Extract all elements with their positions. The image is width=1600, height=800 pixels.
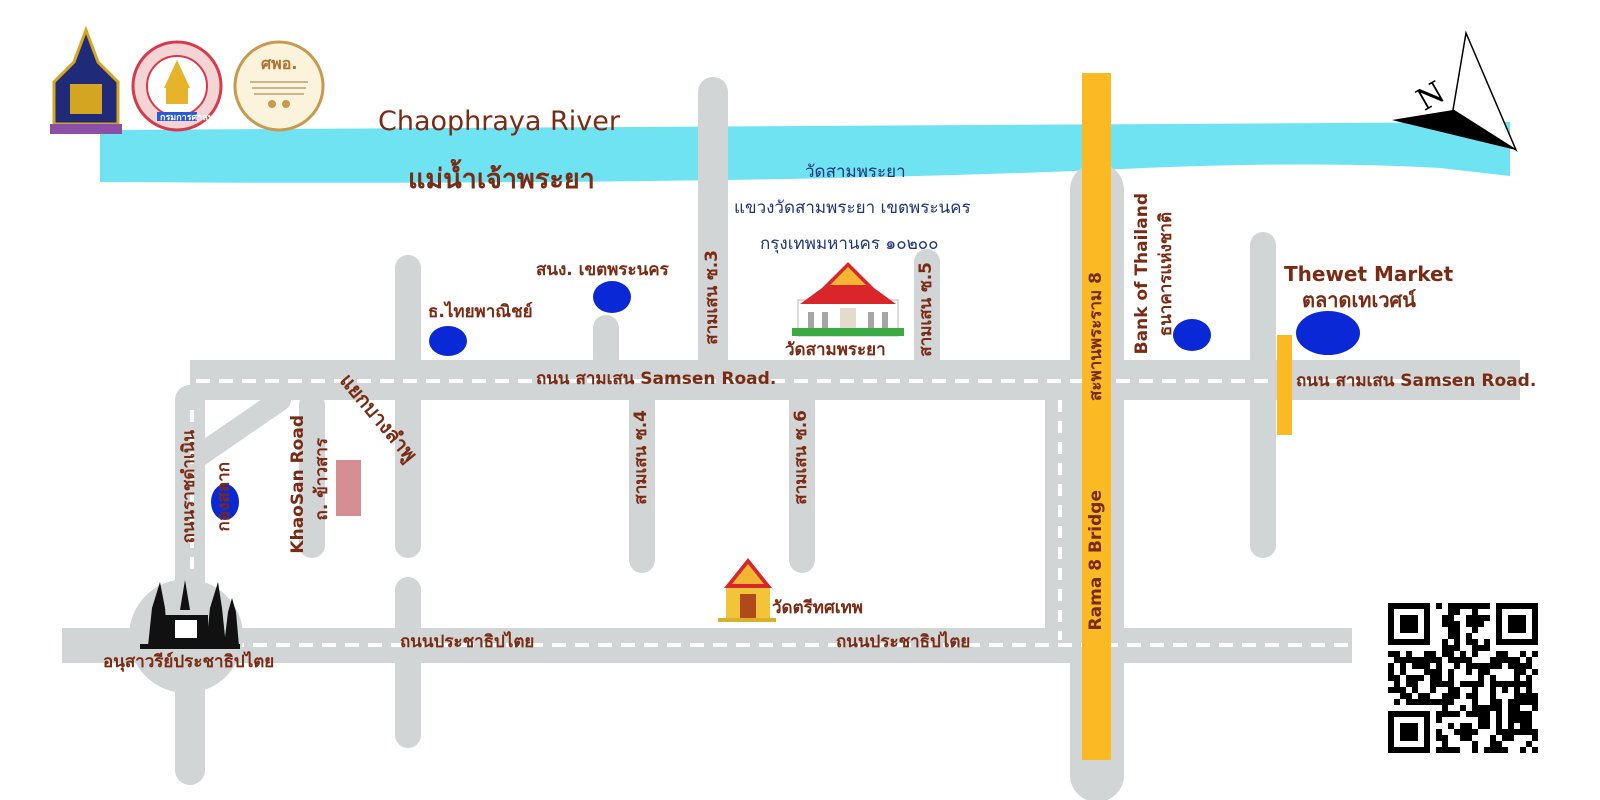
road-diagonal xyxy=(189,389,291,466)
thewet-pier xyxy=(1277,335,1292,435)
address-line1: วัดสามพระยา xyxy=(805,162,906,182)
road-rama8-th-label: สะพานพระราม 8 xyxy=(1086,272,1106,401)
logo-seal-3-title: ศพอ. xyxy=(261,54,298,73)
logo-seal-3 xyxy=(233,40,325,132)
road-soi3-label: สามเสน ซ.3 xyxy=(702,250,722,345)
place-democracy-monument: อนุสาวรีย์ประชาธิปไตย xyxy=(103,652,275,672)
marker-scb xyxy=(429,326,467,356)
rama8-bridge xyxy=(1082,73,1111,760)
democracy-monument-icon xyxy=(140,580,240,649)
place-bot-th-label: ธนาคารแห่งชาติ xyxy=(1156,212,1176,337)
road-soi5-label: สามเสน ซ.5 xyxy=(916,262,936,357)
road-ratchadamnoen-label: ถนนราชดำเนิน xyxy=(179,430,199,544)
place-police: สนง. เขตพระนคร xyxy=(536,260,669,280)
road-rama8-bridge-label: Rama 8 Bridge xyxy=(1086,490,1106,631)
place-thewet-en: Thewet Market xyxy=(1284,262,1454,286)
compass-icon xyxy=(1392,30,1518,152)
river-name-th: แม่น้ำเจ้าพระยา xyxy=(408,164,595,195)
khaosan-block xyxy=(336,460,361,516)
marker-police xyxy=(593,281,631,313)
logo-seal-2 xyxy=(131,40,223,132)
river-name-en: Chaophraya River xyxy=(378,106,620,137)
marker-kong-slak xyxy=(211,484,239,520)
place-scb: ธ.ไทยพาณิชย์ xyxy=(428,302,533,322)
address-line2: แขวงวัดสามพระยา เขตพระนคร xyxy=(734,198,971,218)
qr-code xyxy=(1388,603,1538,753)
marker-thewet xyxy=(1296,311,1360,355)
road-samsen-right-label: ถนน สามเสน Samsen Road. xyxy=(1296,371,1537,391)
logo-seal-1 xyxy=(50,25,122,134)
road-samsen-label: ถนน สามเสน Samsen Road. xyxy=(536,369,777,389)
road-khaosan-th-label: ถ. ข้าวสาร xyxy=(312,438,332,521)
markers xyxy=(211,281,1360,520)
place-thewet-th: ตลาดเทเวศน์ xyxy=(1302,288,1416,312)
marker-bot xyxy=(1173,319,1211,351)
road-prachathipatai-left-label: ถนนประชาธิปไตย xyxy=(400,632,535,652)
road-soi4-label: สามเสน ซ.4 xyxy=(631,410,651,505)
place-kong-slak-label: กองสลาก xyxy=(214,462,234,532)
road-prachathipatai-right-label: ถนนประชาธิปไตย xyxy=(836,632,971,652)
road-soi6-label: สามเสน ซ.6 xyxy=(791,410,811,505)
place-wat-tri: วัดตรีทศเทพ xyxy=(772,598,863,618)
address-line3: กรุงเทพมหานคร ๑๐๒๐๐ xyxy=(760,234,939,254)
road-khaosan-label: KhaoSan Road xyxy=(288,415,308,554)
river xyxy=(100,122,1510,183)
logo-seal-2-text: กรมการศาสนา xyxy=(160,113,220,123)
place-wat-samphraya: วัดสามพระยา xyxy=(785,340,886,360)
place-bot-en-label: Bank of Thailand xyxy=(1132,193,1152,355)
temple-tri-icon xyxy=(718,558,776,622)
temple-samphraya-icon xyxy=(792,262,904,337)
